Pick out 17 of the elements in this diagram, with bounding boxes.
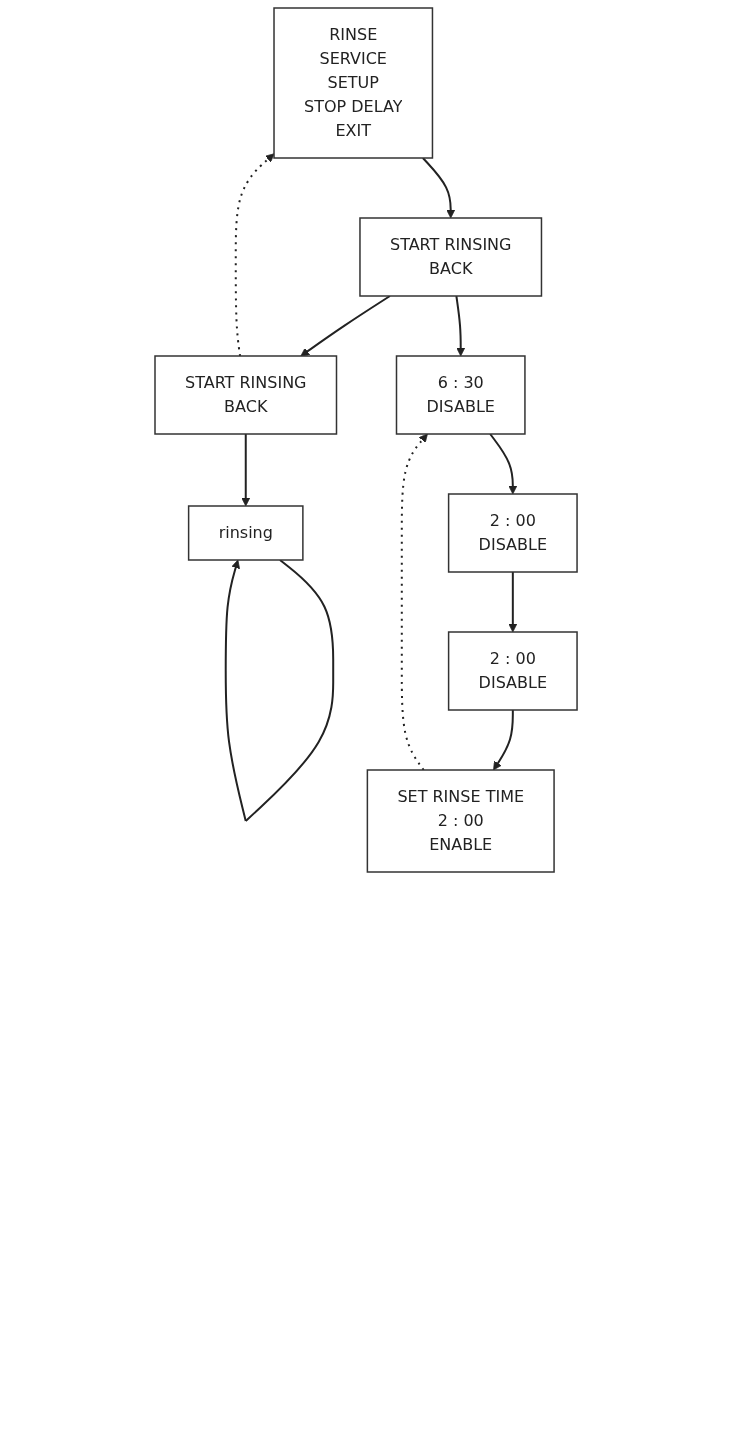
arrow — [234, 153, 275, 357]
arrow — [400, 433, 428, 771]
arrow — [455, 295, 466, 357]
node-box: SET RINSE TIME 2 : 00 ENABLE — [366, 769, 555, 873]
arrow — [241, 433, 251, 507]
arrow — [300, 295, 391, 357]
node-box: 2 : 00 DISABLE — [447, 631, 578, 711]
node-box: START RINSING BACK — [359, 217, 543, 297]
node-box: 2 : 00 DISABLE — [447, 493, 578, 573]
arrow — [489, 433, 518, 495]
node-box: 6 : 30 DISABLE — [395, 355, 526, 435]
node-box: RINSE SERVICE SETUP STOP DELAY EXIT — [273, 7, 434, 159]
node-box: START RINSING BACK — [154, 355, 338, 435]
arrow — [508, 571, 518, 633]
arrow — [493, 709, 514, 771]
arrow — [421, 157, 456, 219]
node-box: rinsing — [187, 505, 304, 561]
